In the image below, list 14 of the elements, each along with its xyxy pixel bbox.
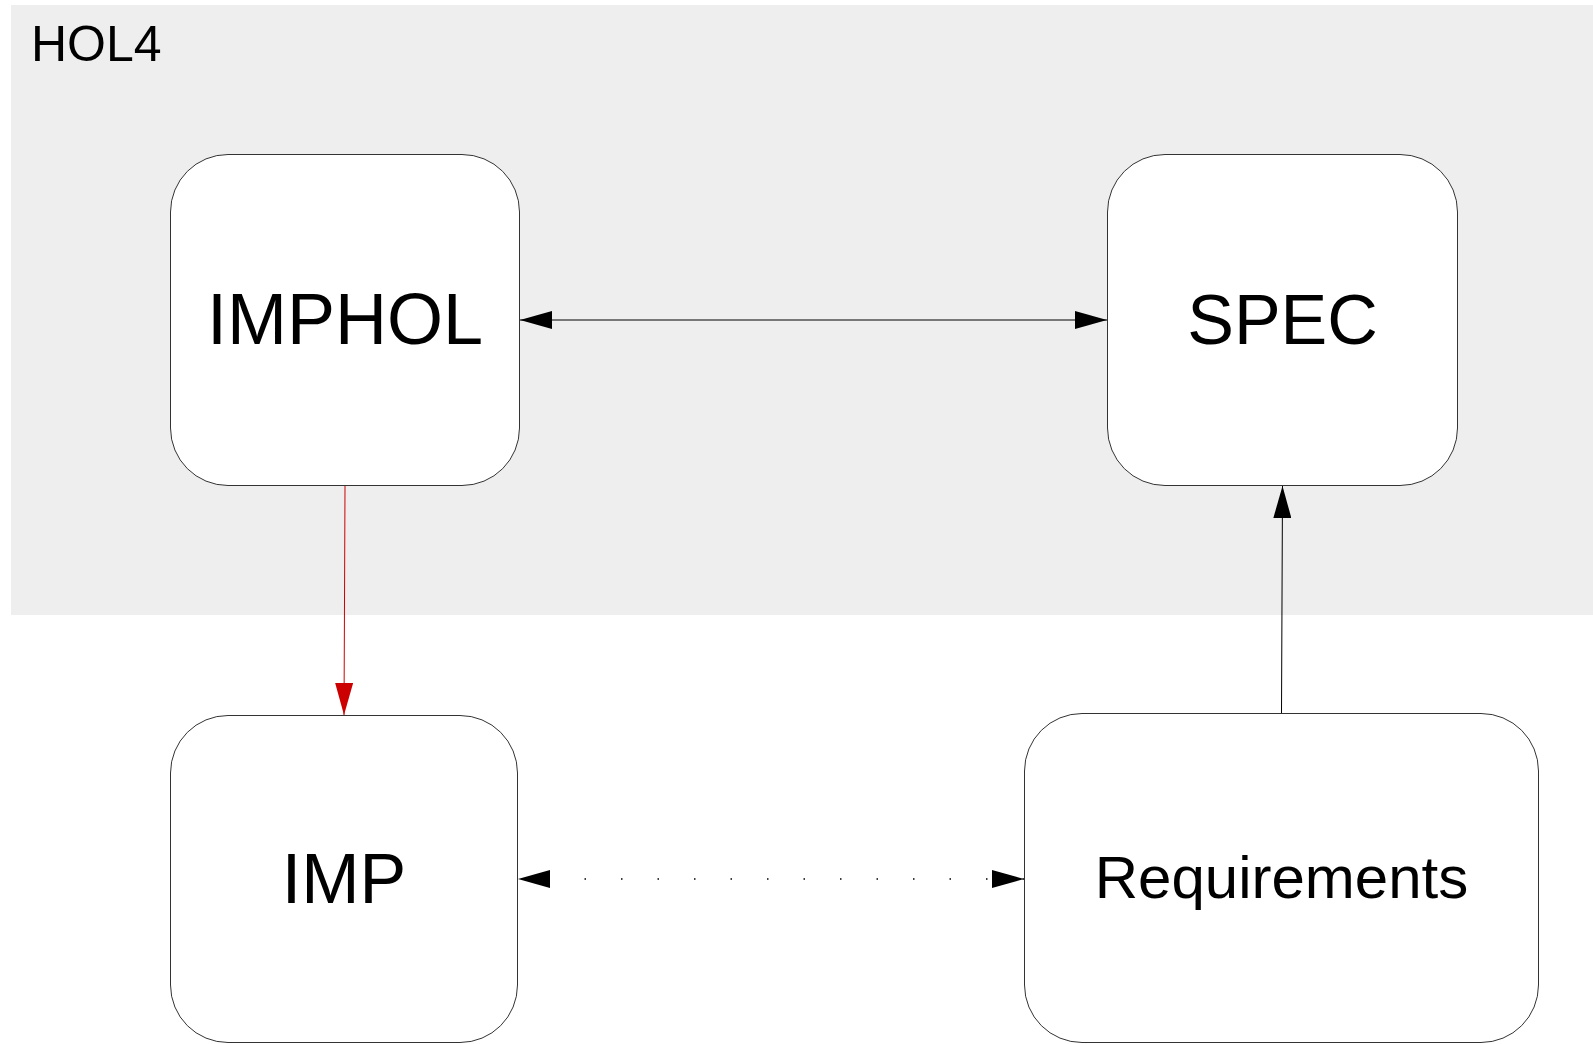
arrow [517, 870, 1025, 888]
rounded-box [170, 154, 520, 486]
rounded-box [170, 715, 518, 1043]
rounded-box [1107, 154, 1458, 486]
arrow [1273, 485, 1292, 714]
node-label: IMP [281, 840, 407, 918]
arrow [519, 311, 1108, 329]
node-label: SPEC [1187, 281, 1378, 359]
node-label: IMPHOL [206, 280, 483, 360]
group-panel [11, 5, 1593, 615]
rounded-box [1024, 713, 1539, 1043]
node-label: Requirements [1094, 845, 1469, 911]
group-title: HOL4 [31, 19, 162, 69]
arrow [335, 485, 354, 716]
